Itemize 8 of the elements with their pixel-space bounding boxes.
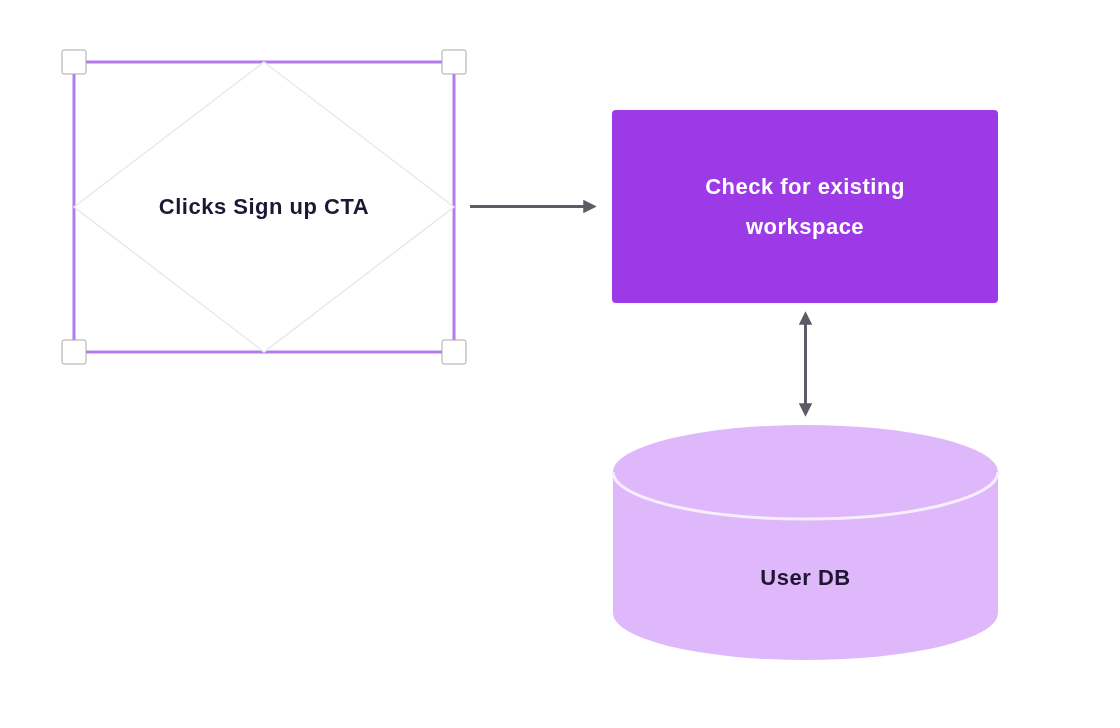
node-label: Check for existing workspace <box>704 172 906 241</box>
node-label: Clicks Sign up CTA <box>158 193 370 221</box>
decision-diamond <box>74 62 454 352</box>
database-cylinder <box>613 425 998 660</box>
node-label: User DB <box>760 563 851 592</box>
arrow <box>470 199 597 214</box>
process-box <box>612 110 998 303</box>
arrow <box>798 311 813 417</box>
